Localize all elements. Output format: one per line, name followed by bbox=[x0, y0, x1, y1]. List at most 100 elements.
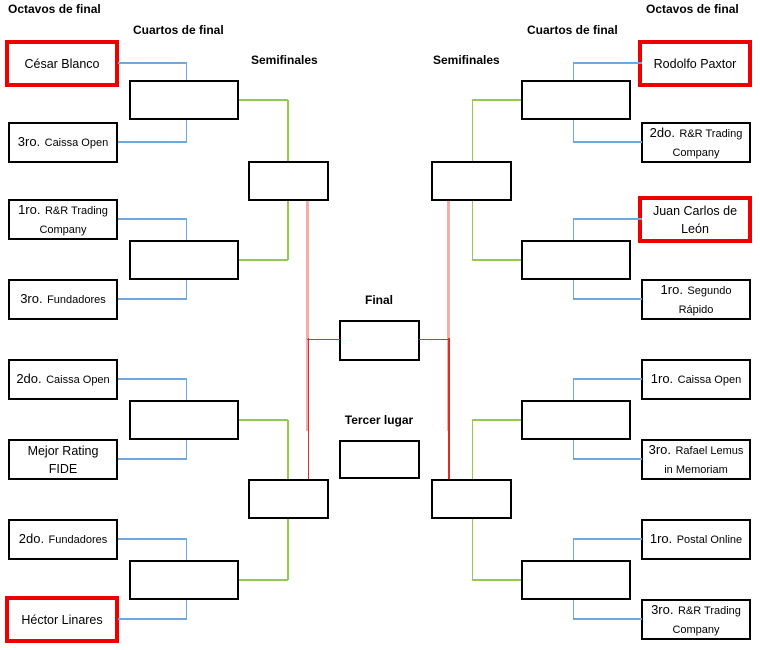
semifinal-slot bbox=[248, 479, 329, 519]
connector-line bbox=[472, 99, 521, 101]
connector-line bbox=[572, 440, 574, 459]
round-label-cuartos-left: Cuartos de final bbox=[133, 23, 224, 37]
player-box-fundadores-3ro: 3ro. Fundadores bbox=[8, 279, 118, 320]
player-name: Fundadores bbox=[48, 534, 108, 546]
connector-line bbox=[287, 100, 289, 161]
connector-line bbox=[472, 259, 521, 261]
player-box-caissa-open-1ro: 1ro. Caissa Open bbox=[641, 359, 751, 400]
connector-line bbox=[118, 458, 187, 460]
round-label-semifinales-left: Semifinales bbox=[251, 53, 318, 67]
connector-line bbox=[239, 99, 288, 101]
connector-line bbox=[572, 379, 574, 400]
connector-line bbox=[185, 280, 187, 299]
player-name: Segundo Rápido bbox=[678, 284, 732, 316]
player-box-segundo-rapido-1ro: 1ro. Segundo Rápido bbox=[641, 279, 751, 320]
connector-line bbox=[572, 600, 574, 619]
player-seed: 1ro. bbox=[650, 371, 674, 386]
connector-line bbox=[573, 378, 642, 380]
player-box-postal-online-1ro: 1ro. Postal Online bbox=[641, 519, 751, 560]
connector-line bbox=[471, 100, 473, 161]
quarterfinal-slot bbox=[521, 560, 631, 600]
semifinal-slot bbox=[431, 161, 512, 201]
connector-line bbox=[307, 338, 340, 340]
player-name: Rodolfo Paxtor bbox=[653, 56, 737, 71]
player-name: R&R Trading Company bbox=[39, 204, 108, 236]
connector-line bbox=[239, 259, 288, 261]
connector-line bbox=[118, 618, 187, 620]
connector-line bbox=[118, 538, 187, 540]
connector-line bbox=[573, 218, 642, 220]
connector-line bbox=[287, 420, 289, 479]
connector-line bbox=[185, 379, 187, 400]
connector-line bbox=[287, 201, 289, 260]
player-name: Postal Online bbox=[676, 534, 743, 546]
connector-line bbox=[573, 458, 642, 460]
connector-line bbox=[305, 201, 309, 431]
connector-line bbox=[572, 120, 574, 142]
round-label-semifinales-right: Semifinales bbox=[433, 53, 500, 67]
connector-line bbox=[448, 338, 450, 479]
player-seed: 3ro. bbox=[651, 601, 674, 617]
connector-line bbox=[573, 298, 642, 300]
connector-line bbox=[573, 538, 642, 540]
round-label-octavos-right: Octavos de final bbox=[646, 2, 739, 16]
player-name: Rafael Lemus in Memoriam bbox=[664, 444, 744, 476]
connector-line bbox=[472, 579, 521, 581]
semifinal-slot bbox=[431, 479, 512, 519]
player-box-rr-trading-2do: 2do. R&R Trading Company bbox=[641, 122, 751, 163]
player-seed: 3ro. bbox=[648, 441, 672, 457]
connector-line bbox=[573, 62, 642, 64]
connector-line bbox=[572, 219, 574, 240]
connector-line bbox=[239, 579, 288, 581]
connector-line bbox=[239, 419, 288, 421]
third-place-slot bbox=[339, 440, 420, 479]
connector-line bbox=[185, 219, 187, 240]
connector-line bbox=[472, 419, 521, 421]
player-box-hector-linares: Héctor Linares bbox=[5, 596, 119, 643]
player-box-mejor-rating-fide: Mejor Rating FIDE bbox=[8, 439, 118, 480]
player-seed: 2do. bbox=[16, 371, 42, 386]
connector-line bbox=[471, 420, 473, 479]
player-name: R&R Trading Company bbox=[672, 127, 743, 159]
connector-line bbox=[419, 338, 449, 340]
quarterfinal-slot bbox=[521, 80, 631, 120]
connector-line bbox=[573, 141, 642, 143]
player-seed: 1ro. bbox=[649, 531, 673, 546]
player-name: R&R Trading Company bbox=[672, 604, 741, 636]
player-name: César Blanco bbox=[24, 56, 100, 71]
player-box-rafael-lemus-3ro: 3ro. Rafael Lemus in Memoriam bbox=[641, 439, 751, 480]
quarterfinal-slot bbox=[129, 400, 239, 440]
player-box-cesar-blanco: César Blanco bbox=[5, 40, 119, 87]
player-seed: 1ro. bbox=[18, 201, 41, 217]
player-name: Juan Carlos de León bbox=[652, 203, 738, 236]
connector-line bbox=[307, 338, 309, 479]
quarterfinal-slot bbox=[521, 400, 631, 440]
player-name: Fundadores bbox=[47, 294, 106, 306]
connector-line bbox=[118, 298, 187, 300]
connector-line bbox=[572, 280, 574, 299]
connector-line bbox=[185, 600, 187, 619]
player-box-caissa-open-2do: 2do. Caissa Open bbox=[8, 359, 118, 400]
player-name: Caissa Open bbox=[46, 374, 110, 386]
round-label-octavos-left: Octavos de final bbox=[8, 2, 101, 16]
player-seed: 3ro. bbox=[17, 134, 41, 149]
quarterfinal-slot bbox=[129, 80, 239, 120]
player-seed: 2do. bbox=[18, 531, 45, 546]
player-box-rr-trading-3ro: 3ro. R&R Trading Company bbox=[641, 599, 751, 640]
player-box-fundadores-2do: 2do. Fundadores bbox=[8, 519, 118, 560]
player-seed: 1ro. bbox=[660, 281, 683, 297]
connector-line bbox=[185, 440, 187, 459]
final-label: Final bbox=[364, 293, 393, 307]
connector-line bbox=[572, 539, 574, 560]
player-seed: 3ro. bbox=[20, 291, 43, 306]
quarterfinal-slot bbox=[129, 560, 239, 600]
tercer-lugar-label: Tercer lugar bbox=[344, 413, 414, 427]
connector-line bbox=[118, 378, 187, 380]
player-name: Caissa Open bbox=[677, 374, 742, 386]
connector-line bbox=[573, 618, 642, 620]
connector-line bbox=[471, 201, 473, 260]
final-slot bbox=[339, 320, 420, 361]
semifinal-slot bbox=[248, 161, 329, 201]
quarterfinal-slot bbox=[129, 240, 239, 280]
